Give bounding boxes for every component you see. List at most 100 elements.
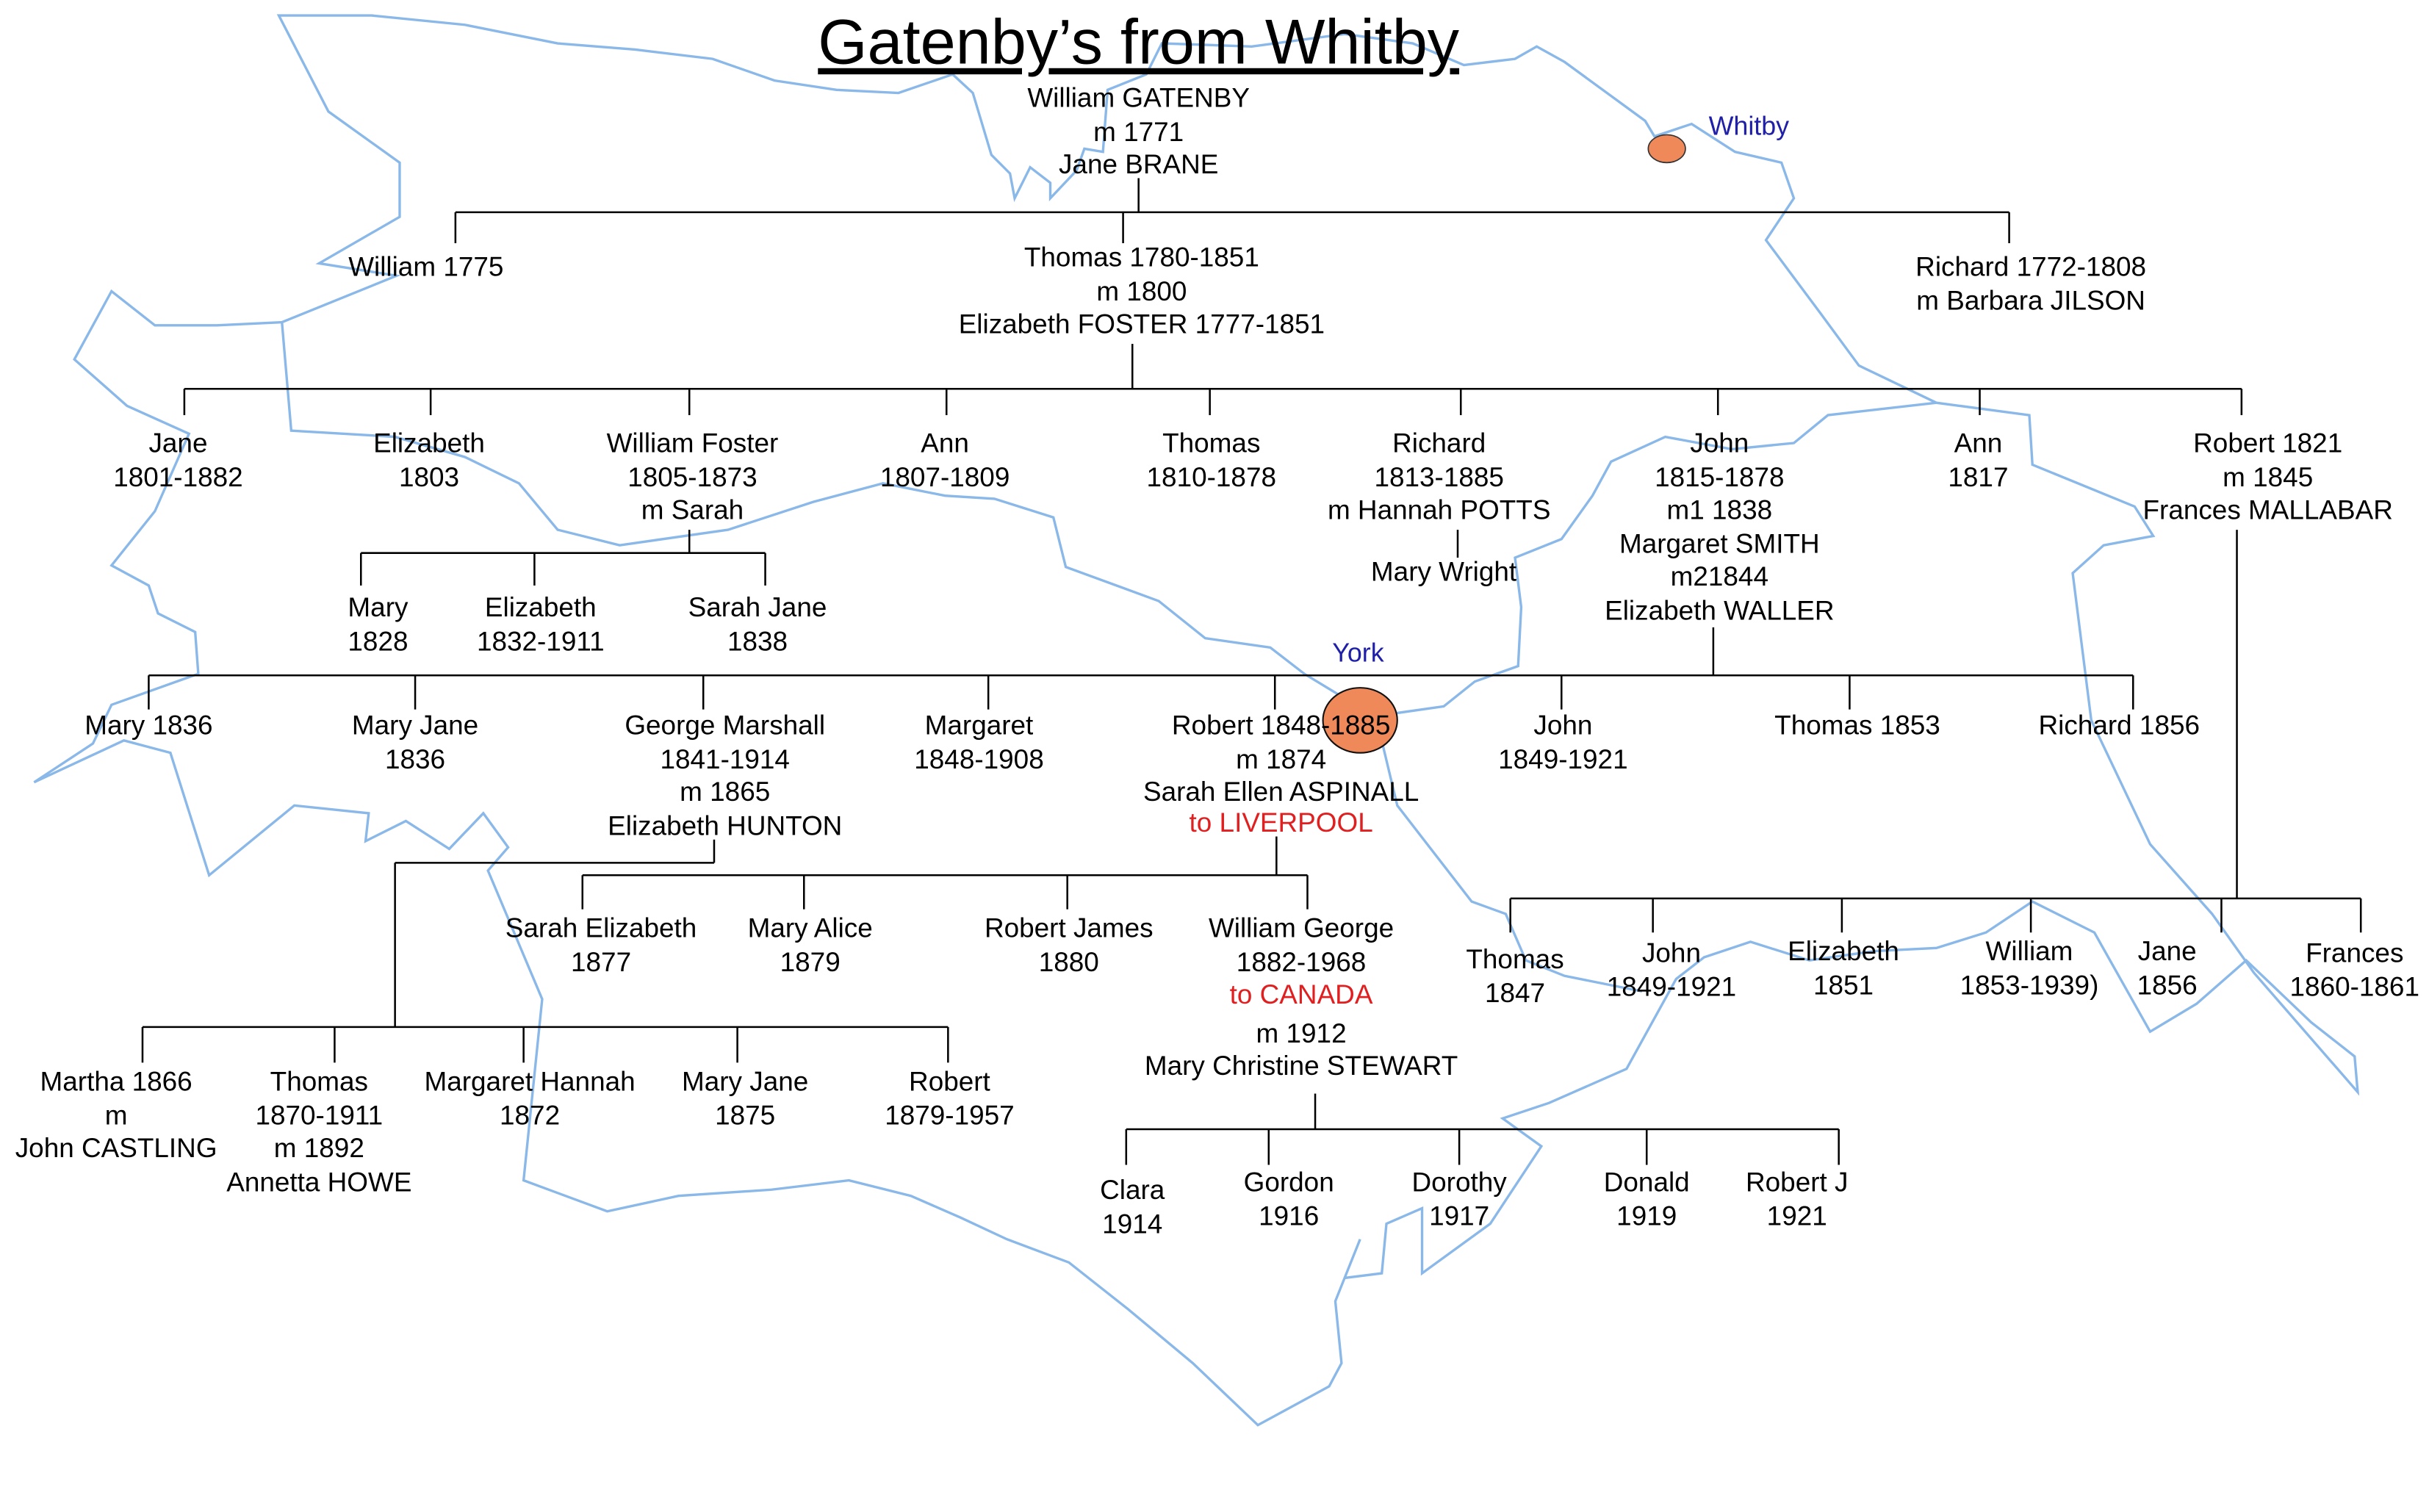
node-line: 1921 <box>1766 1199 1827 1231</box>
node-line: Mary Jane <box>351 709 479 741</box>
person-elizabeth-1851: Elizabeth 1851 <box>1788 935 1899 1002</box>
node-line: m 1892 <box>273 1132 364 1164</box>
node-line: Clara <box>1100 1174 1165 1206</box>
node-line: Robert <box>909 1065 990 1097</box>
person-mary-1836: Mary 1836 <box>84 710 212 743</box>
node-line: Frances <box>2306 937 2404 968</box>
node-line: Sarah Jane <box>688 591 827 623</box>
node-line: Richard <box>1392 427 1486 459</box>
node-line: Elizabeth FOSTER 1777-1851 <box>958 308 1325 339</box>
migration-note: to CANADA <box>1229 979 1373 1010</box>
person-sarah-elizabeth-1877: Sarah Elizabeth 1877 <box>505 912 697 979</box>
node-line: Thomas 1780-1851 <box>1023 241 1259 273</box>
node-line: 1803 <box>398 461 460 492</box>
node-line: 1877 <box>571 946 632 977</box>
node-line: Margaret Hannah <box>424 1065 636 1097</box>
person-robert-1879: Robert 1879-1957 <box>885 1066 1014 1133</box>
node-line: William Foster <box>606 427 779 459</box>
diagram-title: Gatenby’s from Whitby <box>818 6 1460 78</box>
person-jane-1856: Jane 1856 <box>2137 935 2198 1002</box>
node-line: 1919 <box>1616 1199 1677 1231</box>
node-line: 1810-1878 <box>1146 461 1277 492</box>
node-line: m 1874 <box>1236 742 1327 774</box>
person-elizabeth-1803: Elizabeth 1803 <box>373 428 485 494</box>
node-line: Jane <box>2137 935 2197 967</box>
node-line: 1828 <box>348 624 409 656</box>
node-line: William <box>1985 935 2073 967</box>
person-clara-1914: Clara 1914 <box>1100 1174 1165 1241</box>
node-line: William GATENBY <box>1027 82 1251 113</box>
person-thomas-1870: Thomas 1870-1911 m 1892 Annetta HOWE <box>226 1066 411 1199</box>
person-mary-wright: Mary Wright <box>1371 556 1516 589</box>
node-line: Elizabeth <box>484 591 597 623</box>
whitby-marker <box>1647 134 1686 164</box>
person-gordon-1916: Gordon 1916 <box>1244 1167 1334 1234</box>
node-line: John <box>1690 427 1749 459</box>
node-line: Mary Alice <box>747 912 873 944</box>
person-thomas-1810: Thomas 1810-1878 <box>1147 428 1276 494</box>
person-john-1849-b: John 1849-1921 <box>1607 937 1736 1004</box>
node-line: John <box>1641 937 1701 968</box>
tree-connectors <box>141 178 2362 1165</box>
node-line: m 1771 <box>1093 115 1184 147</box>
map-boundary <box>1377 727 1643 993</box>
node-line: Thomas <box>1466 943 1564 975</box>
node-line: 1807-1809 <box>879 461 1010 492</box>
migration-note: to LIVERPOOL <box>1189 806 1373 838</box>
person-sarah-jane-1838: Sarah Jane 1838 <box>688 591 827 658</box>
node-line: 1836 <box>384 742 446 774</box>
person-william-1853: William 1853-1939) <box>1960 935 2099 1002</box>
york-marker <box>1322 687 1398 754</box>
node-line: Donald <box>1603 1166 1690 1198</box>
node-line: Robert 1821 <box>2193 427 2343 459</box>
node-line: Frances MALLABAR <box>2142 494 2393 525</box>
place-label-york: York <box>1332 638 1384 668</box>
node-line: m1 1838 <box>1666 494 1773 525</box>
node-line: 1849-1921 <box>1606 970 1737 1002</box>
person-dorothy-1917: Dorothy 1917 <box>1412 1167 1507 1234</box>
node-line: Elizabeth HUNTON <box>608 809 843 840</box>
node-line: Sarah Ellen ASPINALL <box>1142 776 1419 807</box>
node-line: Mary 1836 <box>84 709 213 741</box>
node-line: m Sarah <box>641 494 744 525</box>
node-line: Richard 1772-1808 <box>1915 251 2147 282</box>
node-line: Thomas <box>270 1065 368 1097</box>
node-line: 1813-1885 <box>1374 461 1504 492</box>
node-line: 1817 <box>1948 461 2009 492</box>
person-mary-jane-1836: Mary Jane 1836 <box>352 710 478 777</box>
node-line: m <box>104 1098 128 1131</box>
person-thomas-1853: Thomas 1853 <box>1774 710 1940 743</box>
node-line: Robert James <box>984 912 1154 944</box>
node-line: m 1912 <box>1256 1017 1347 1048</box>
person-richard-1856: Richard 1856 <box>2039 710 2201 743</box>
node-line: 1849-1921 <box>1498 742 1628 774</box>
person-ann-1807: Ann 1807-1809 <box>880 428 1010 494</box>
node-line: Robert 1848-1885 <box>1171 709 1391 741</box>
node-line: 1838 <box>727 624 788 656</box>
node-line: Dorothy <box>1411 1166 1507 1198</box>
person-robert-j-1921: Robert J 1921 <box>1746 1167 1848 1234</box>
node-line: Margaret SMITH <box>1619 527 1820 559</box>
node-line: 1860-1861 <box>2289 970 2420 1002</box>
node-line: 1880 <box>1038 946 1099 977</box>
node-line: Mary Christine STEWART <box>1144 1050 1458 1081</box>
node-line: Martha 1866 <box>40 1065 192 1097</box>
place-label-whitby: Whitby <box>1708 111 1790 141</box>
person-richard-1772: Richard 1772-1808 m Barbara JILSON <box>1915 251 2146 318</box>
person-robert-1848: Robert 1848-1885 m 1874 Sarah Ellen ASPI… <box>1143 710 1419 836</box>
person-jane-1801: Jane 1801-1882 <box>113 428 242 494</box>
node-line: m Hannah POTTS <box>1327 494 1551 525</box>
node-line: 1879-1957 <box>885 1098 1015 1131</box>
node-line: 1841-1914 <box>660 742 790 774</box>
person-william-foster: William Foster 1805-1873 m Sarah <box>607 428 779 528</box>
node-line: John <box>1533 709 1593 741</box>
node-line: 1882-1968 <box>1236 946 1367 977</box>
node-line: Thomas <box>1162 427 1261 459</box>
node-line: m 1800 <box>1096 275 1187 306</box>
node-line: Elizabeth <box>373 427 485 459</box>
person-william-gatenby: William GATENBY m 1771 Jane BRANE <box>1027 82 1250 182</box>
node-line: Ann <box>921 427 969 459</box>
person-donald-1919: Donald 1919 <box>1604 1167 1690 1234</box>
node-line: 1853-1939) <box>1960 968 2099 1000</box>
